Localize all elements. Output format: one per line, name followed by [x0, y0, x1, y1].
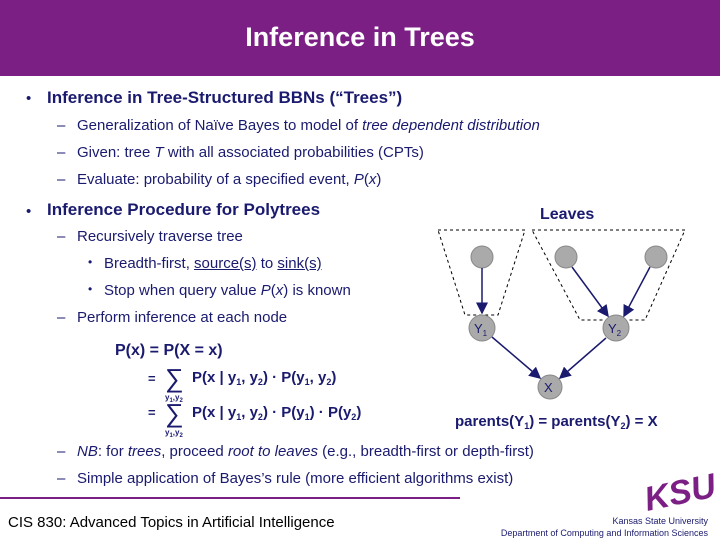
- sub-bullet-2-3: NB: for trees, proceed root to leaves (e…: [77, 443, 534, 460]
- university-name: Kansas State University: [612, 516, 708, 526]
- sub-bullet-2-1-2-text-b: ) is known: [283, 282, 351, 299]
- slide-title: Inference in Trees: [245, 22, 475, 52]
- bullet-dot: •: [26, 90, 32, 107]
- department-name: Department of Computing and Information …: [500, 528, 708, 538]
- formula-line-3: P(x | y1, y2) · P(y1) · P(y2): [192, 404, 361, 422]
- sub-bullet-2-1-2-P: P: [260, 282, 271, 299]
- sub-bullet-dash: –: [57, 309, 66, 326]
- edge-y2-x: [558, 337, 607, 379]
- root-to-leaves-em: root to leaves: [227, 443, 318, 460]
- sub-bullet-1-3: Evaluate: probability of a specified eve…: [77, 171, 381, 188]
- ksu-logo: KSU: [641, 466, 718, 514]
- sub-bullet-2-4: Simple application of Bayes’s rule (more…: [77, 470, 514, 487]
- sub-bullet-1-1: Generalization of Naïve Bayes to model o…: [77, 117, 540, 134]
- sub-bullet-1-2-text: Given: tree: [77, 144, 155, 161]
- y2-label: Y2: [608, 321, 622, 338]
- y1-label: Y1: [474, 321, 488, 338]
- sub-bullet-2-1-2-text: Stop when query value: [104, 282, 261, 299]
- sub-bullet-dash: –: [57, 443, 66, 460]
- leaves-label: Leaves: [540, 206, 594, 223]
- parents-equation: parents(Y1) = parents(Y2) = X: [455, 413, 658, 431]
- sub-bullet-dash: –: [57, 470, 66, 487]
- sub-bullet-2-2: Perform inference at each node: [77, 309, 288, 326]
- paren-close: ): [376, 171, 382, 188]
- node-y2: [602, 314, 630, 342]
- sub-bullet-1-2-text-b: with all associated probabilities (CPTs): [163, 144, 424, 161]
- right-leaf-region: [531, 229, 686, 321]
- sub-bullet-dash: –: [57, 117, 66, 134]
- sub-bullet-2-1-1: Breadth-first, source(s) to sink(s): [104, 255, 322, 272]
- footer-divider: [0, 497, 460, 499]
- nb-label: NB: [77, 443, 98, 460]
- polytree-diagram: Leaves Y1 Y2 X parents(Y1) = parents(Y2)…: [437, 206, 686, 431]
- source-link: source(s): [194, 255, 257, 272]
- trees-em: trees: [127, 443, 162, 460]
- bullet-dot: •: [26, 203, 32, 220]
- sub-bullet-dash: –: [57, 171, 66, 188]
- course-title: CIS 830: Advanced Topics in Artificial I…: [8, 514, 335, 531]
- ksu-logo-text: KSU: [641, 466, 718, 514]
- sub-bullet-2-1-1-text: Breadth-first,: [104, 255, 195, 272]
- left-leaf-region: [437, 229, 526, 316]
- edge-leaf3-y2: [623, 266, 651, 318]
- edge-y1-x: [491, 336, 542, 379]
- sub-bullet-2-3-text-b: , proceed: [161, 443, 228, 460]
- sub-bullet-1-3-P: P: [353, 171, 364, 188]
- sub-bullet-1-2: Given: tree T with all associated probab…: [77, 144, 424, 161]
- sub-bullet-1-1-em: tree dependent distribution: [362, 117, 540, 134]
- sigma-symbol-1: ∑: [165, 363, 184, 393]
- title-bar: Inference in Trees: [0, 0, 720, 76]
- bullet-1-text: Inference in Tree-Structured BBNs (“Tree…: [47, 88, 403, 107]
- edge-leaf2-y2: [571, 266, 609, 318]
- formula-line-1: P(x) = P(X = x): [115, 342, 223, 359]
- sub-bullet-2-3-text-c: (e.g., breadth-first or depth-first): [318, 443, 534, 460]
- node-x: [537, 374, 563, 400]
- sub-bullet-2-1: Recursively traverse tree: [77, 228, 243, 245]
- sub-bullet-dash: –: [57, 144, 66, 161]
- sub-sub-bullet-dot: •: [88, 282, 93, 296]
- paren-open: (: [363, 171, 369, 188]
- sub-bullet-2-1-2-x: x: [275, 282, 284, 299]
- node-y1: [468, 314, 496, 342]
- sigma-symbol-2: ∑: [165, 398, 184, 428]
- leaf-node-1: [470, 245, 494, 269]
- sub-bullet-1-2-T: T: [154, 144, 164, 161]
- sub-bullet-1-3-text: Evaluate: probability of a specified eve…: [77, 171, 354, 188]
- sub-bullet-2-3-text-a: : for: [97, 443, 128, 460]
- formula-eq-2: =: [148, 371, 156, 386]
- to-text: to: [256, 255, 278, 272]
- sum-subscript-2: y1,y2: [165, 428, 183, 439]
- leaf-node-3: [644, 245, 668, 269]
- sub-bullet-1-3-x: x: [368, 171, 377, 188]
- x-label: X: [544, 380, 553, 395]
- sub-bullet-1-1-text: Generalization of Naïve Bayes to model o…: [77, 117, 363, 134]
- sub-bullet-2-1-2: Stop when query value P(x) is known: [104, 282, 351, 299]
- formula-eq-3: =: [148, 405, 156, 420]
- sub-sub-bullet-dot: •: [88, 255, 93, 269]
- sink-link: sink(s): [277, 255, 322, 272]
- formula-line-2: P(x | y1, y2) · P(y1, y2): [192, 369, 336, 387]
- leaf-node-2: [554, 245, 578, 269]
- sub-bullet-dash: –: [57, 228, 66, 245]
- inference-formula: P(x) = P(X = x) = ∑ y1,y2 P(x | y1, y2) …: [115, 342, 361, 439]
- sum-subscript-1: y1,y2: [165, 393, 183, 404]
- paren-open: (: [270, 282, 276, 299]
- bullet-2-text: Inference Procedure for Polytrees: [47, 200, 321, 219]
